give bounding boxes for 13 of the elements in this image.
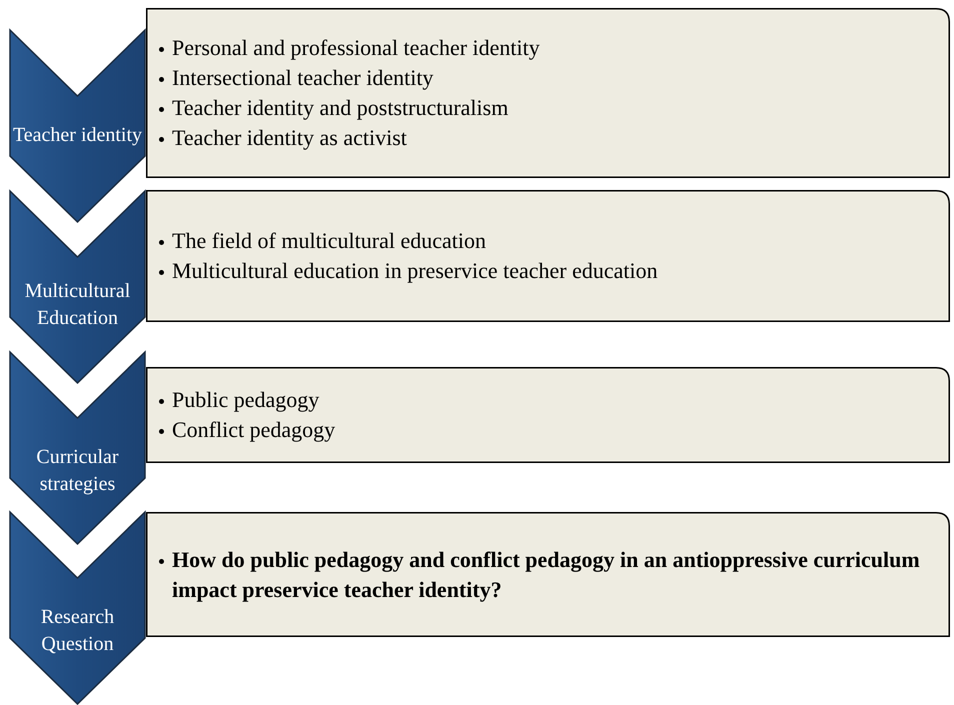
bullet-text: How do public pedagogy and conflict pedagogy in an antioppressive curriculum impact preservice teacher identity? xyxy=(156,544,944,604)
step-label: Curricular strategies xyxy=(35,445,120,497)
bullet-text: Multicultural education in preservice teacher education xyxy=(156,256,944,286)
bullet-text: Teacher identity as activist xyxy=(156,123,944,153)
step-label: Multicultural Education xyxy=(24,279,132,331)
bullet-text: Intersectional teacher identity xyxy=(156,63,944,93)
bullet-text: Teacher identity and poststructuralism xyxy=(156,93,944,123)
bullet-text: The field of multicultural education xyxy=(156,226,944,256)
bullet-text: Conflict pedagogy xyxy=(156,415,944,445)
bullet-text: Personal and professional teacher identity xyxy=(156,33,944,63)
step-label: Research Question xyxy=(40,605,116,657)
step-label: Teacher identity xyxy=(12,123,144,148)
bullet-text: Public pedagogy xyxy=(156,385,944,415)
